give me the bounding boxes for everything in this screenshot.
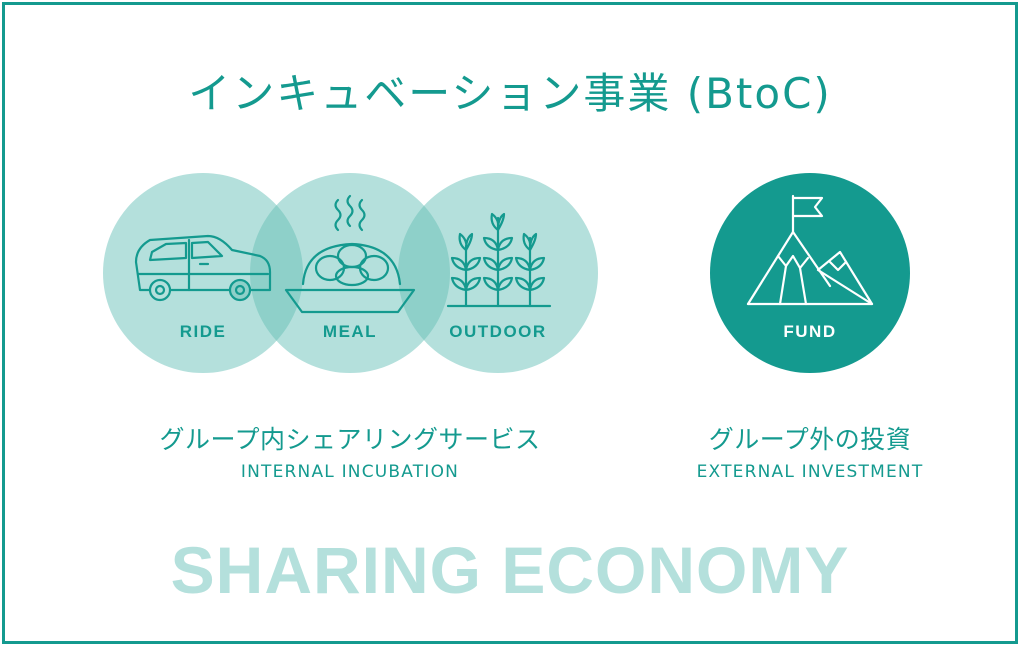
car-icon: [134, 234, 272, 302]
meal-circle: [250, 173, 450, 373]
steaming-dish-icon: [284, 194, 416, 314]
sharing-economy-banner: SHARING ECONOMY: [170, 533, 850, 607]
internal-group-subtitle: INTERNAL INCUBATION: [240, 462, 460, 482]
page-title: インキュベーション事業 (BtoC): [188, 69, 832, 118]
external-group-title: グループ外の投資: [708, 425, 912, 454]
service-label-ride: RIDE: [180, 322, 227, 341]
internal-group-title: グループ内シェアリングサービス: [159, 425, 541, 454]
service-label-outdoor: OUTDOOR: [449, 322, 546, 341]
fund-label: FUND: [783, 322, 836, 341]
service-label-meal: MEAL: [323, 322, 377, 341]
mountain-flag-icon: [746, 194, 874, 306]
external-group-subtitle: EXTERNAL INVESTMENT: [696, 462, 924, 482]
fund-circle: [710, 173, 910, 373]
crops-icon: [446, 212, 552, 308]
